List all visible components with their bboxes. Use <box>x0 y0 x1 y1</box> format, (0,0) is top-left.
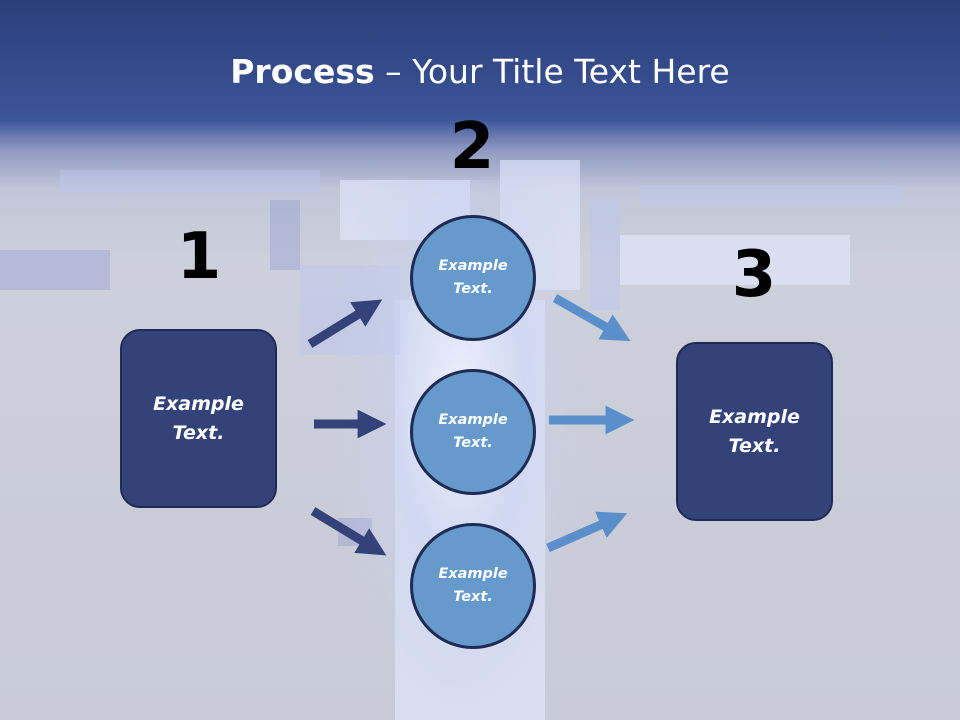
step-2-circle-top: Example Text. <box>410 215 536 341</box>
circle-bottom-text: Example Text. <box>438 566 508 605</box>
step-number-1: 1 <box>176 220 222 294</box>
step-2-circle-bottom: Example Text. <box>410 523 536 649</box>
step-1-box: Example Text. <box>120 329 277 508</box>
circle-top-text: Example Text. <box>438 258 508 297</box>
step-number-2: 2 <box>449 110 495 184</box>
step-number-3: 3 <box>731 238 777 312</box>
maze-wall <box>640 185 900 207</box>
arrow-1-to-bottom-circle <box>310 507 387 556</box>
maze-wall <box>620 235 850 285</box>
maze-wall <box>270 200 300 270</box>
maze-wall <box>0 250 110 290</box>
arrow-top-circle-to-3 <box>552 294 631 342</box>
step-1-text: Example Text. <box>153 392 244 444</box>
slide-title: Process – Your Title Text Here <box>0 52 960 91</box>
maze-wall <box>60 170 320 192</box>
maze-wall <box>590 200 620 310</box>
step-2-circle-middle: Example Text. <box>410 369 536 495</box>
step-3-box: Example Text. <box>676 342 833 521</box>
title-bold: Process <box>230 52 375 91</box>
circle-middle-text: Example Text. <box>438 412 508 451</box>
title-rest: – Your Title Text Here <box>374 52 730 91</box>
arrow-bottom-circle-to-3 <box>546 511 628 553</box>
step-3-text: Example Text. <box>709 405 800 457</box>
arrow-1-to-top-circle <box>307 299 383 348</box>
